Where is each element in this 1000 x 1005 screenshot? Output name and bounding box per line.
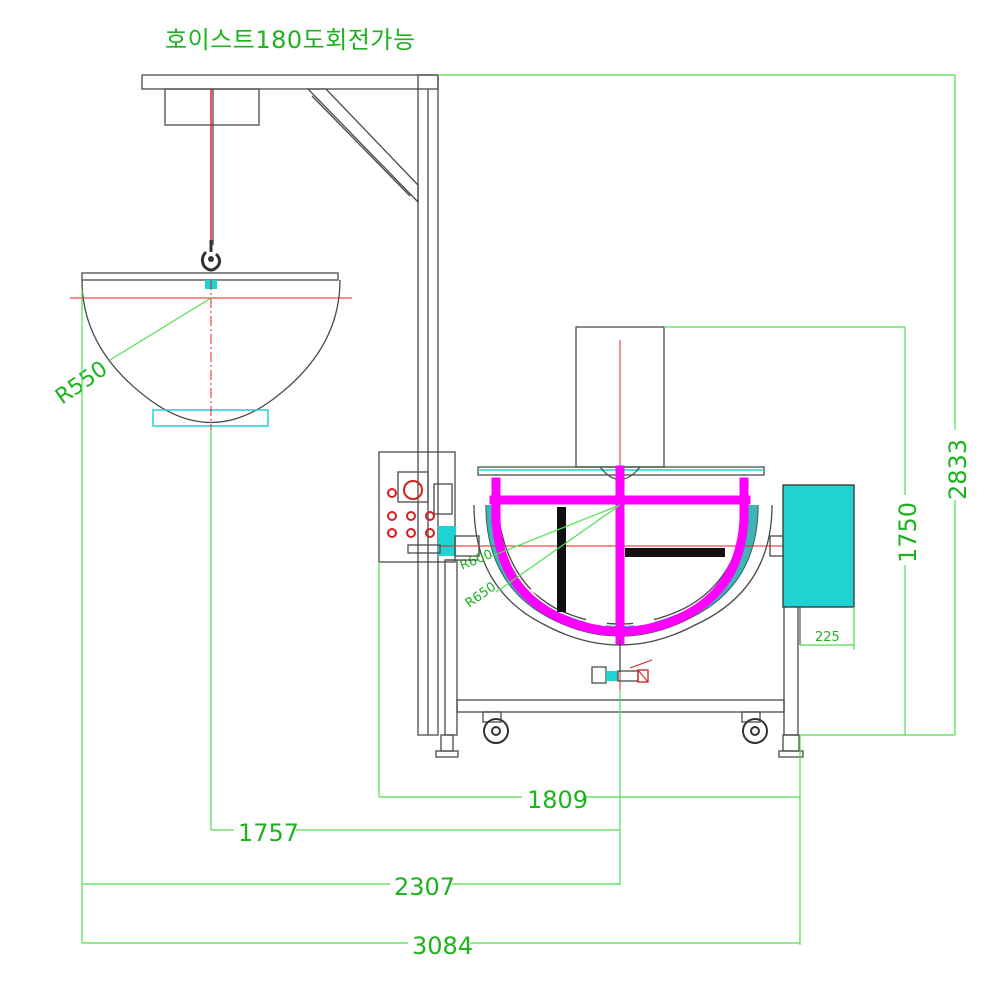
caster-wheel-right [741,711,768,744]
drain-valve [591,640,653,684]
hoist-motor [164,88,260,126]
hook-icon [200,240,222,272]
suspended-bowl [81,272,341,427]
dimension-1809: 1809 [527,786,588,814]
dimension-3084: 3084 [412,932,473,960]
dimension-2307: 2307 [394,873,455,901]
drawing-title: 호이스트180도회전가능 [165,26,416,54]
radius-label-r650: R650 [463,580,499,612]
caster-wheel-left [482,711,509,744]
dimension-1750: 1750 [894,502,922,563]
gearbox [782,484,855,608]
dimension-2833: 2833 [944,439,972,500]
dimension-1757: 1757 [238,819,299,847]
control-panel [378,451,456,563]
dimension-225: 225 [815,630,840,645]
hoist-frame [141,74,459,758]
